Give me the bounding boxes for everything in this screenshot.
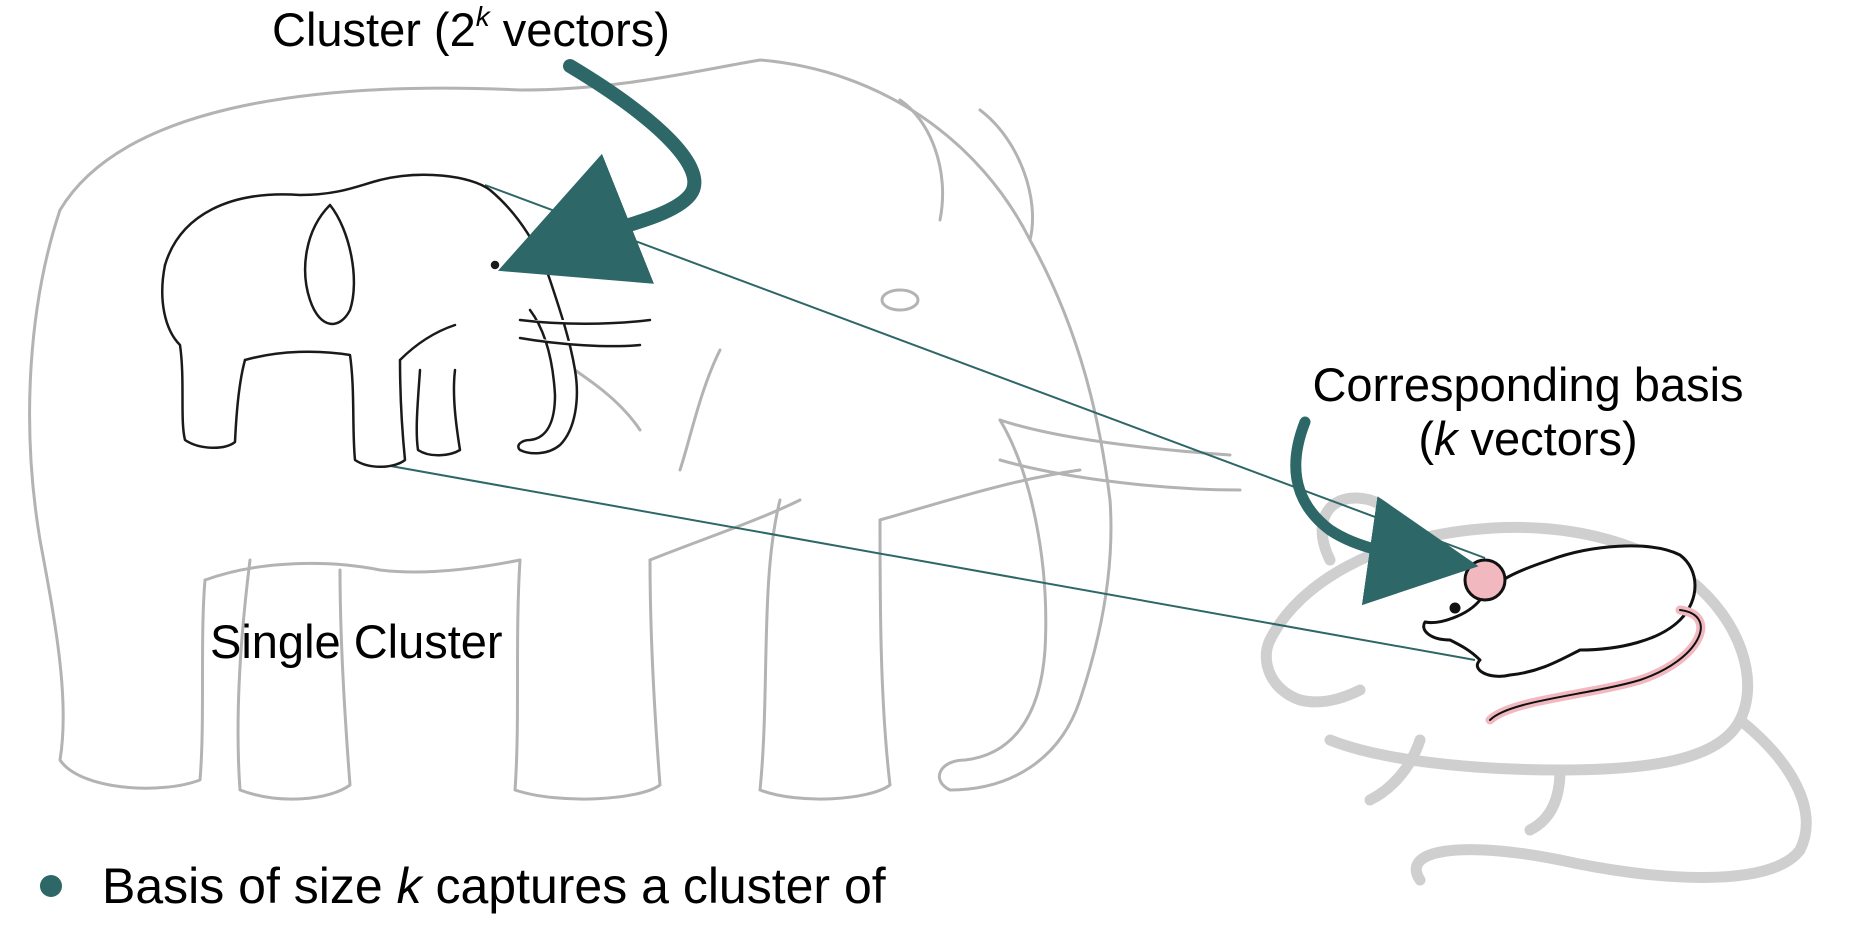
bullet-k: k <box>397 858 422 914</box>
basis-label-line1: Corresponding basis <box>1278 358 1778 412</box>
cluster-label-exponent: k <box>476 1 490 32</box>
cluster-label-suffix: vectors) <box>490 3 670 56</box>
basis-label-line2: (k vectors) <box>1278 412 1778 466</box>
mouse-icon <box>1424 546 1701 720</box>
basis-label-k: k <box>1434 412 1458 465</box>
basis-label-open: ( <box>1418 412 1434 465</box>
bullet-prefix: Basis of size <box>102 858 397 914</box>
basis-label: Corresponding basis (k vectors) <box>1278 358 1778 466</box>
bullet-item: Basis of size k captures a cluster of <box>40 858 886 938</box>
large-mouse-sketch <box>1266 498 1806 880</box>
basis-label-suffix: vectors) <box>1457 412 1637 465</box>
single-cluster-label: Single Cluster <box>210 615 503 669</box>
cluster-label: Cluster (2k vectors) <box>272 3 670 57</box>
cluster-label-prefix: Cluster (2 <box>272 3 476 56</box>
bullet-suffix: captures a cluster of <box>422 858 886 914</box>
bullet-icon <box>40 875 62 897</box>
cluster-arrow <box>550 66 694 250</box>
